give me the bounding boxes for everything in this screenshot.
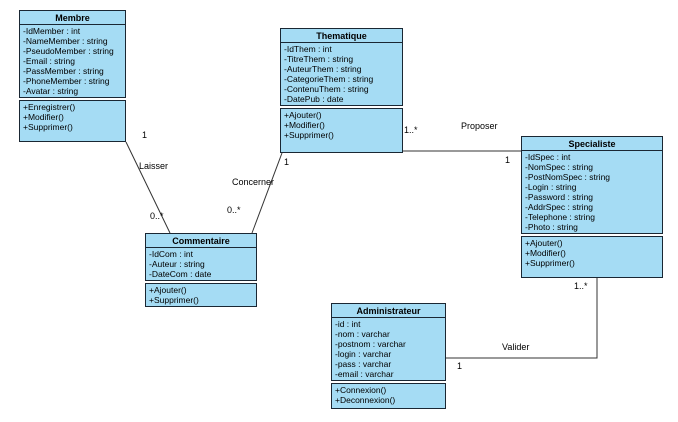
attributes-compartment: -IdMember : int-NameMember : string-Pseu… [20, 25, 125, 97]
attribute-row: -TitreThem : string [284, 54, 354, 64]
method-row: +Supprimer() [525, 258, 575, 268]
method-row: +Modifier() [284, 120, 325, 130]
multiplicity-valider-administrateur: 1 [457, 361, 463, 371]
attributes-compartment: -IdSpec : int-NomSpec : string-PostNomSp… [522, 151, 662, 233]
class-head: Specialiste -IdSpec : int-NomSpec : stri… [521, 136, 663, 234]
attribute-row: -IdThem : int [284, 44, 332, 54]
class-title: Membre [20, 11, 125, 25]
class-title: Thematique [281, 29, 402, 43]
methods-compartment: +Connexion()+Deconnexion() [331, 383, 446, 409]
multiplicity-valider-specialiste: 1..* [574, 281, 588, 291]
attribute-row: -postnom : varchar [335, 339, 406, 349]
class-commentaire[interactable]: Commentaire -IdCom : int-Auteur : string… [145, 233, 257, 307]
class-administrateur[interactable]: Administrateur -id : int-nom : varchar-p… [331, 303, 446, 409]
attribute-row: -Telephone : string [525, 212, 595, 222]
attribute-row: -DateCom : date [149, 269, 212, 279]
attribute-row: -Photo : string [525, 222, 578, 232]
method-row: +Modifier() [23, 112, 64, 122]
attribute-row: -ContenuThem : string [284, 84, 369, 94]
attribute-row: -PhoneMember : string [23, 76, 110, 86]
attribute-row: -nom : varchar [335, 329, 390, 339]
class-membre[interactable]: Membre -IdMember : int-NameMember : stri… [19, 10, 126, 142]
attribute-row: -AddrSpec : string [525, 202, 594, 212]
method-row: +Ajouter() [525, 238, 563, 248]
method-row: +Connexion() [335, 385, 387, 395]
association-label-concerner: Concerner [232, 177, 275, 187]
multiplicity-laisser-commentaire: 0..* [150, 211, 164, 221]
multiplicity-laisser-membre: 1 [142, 130, 148, 140]
attribute-row: -IdSpec : int [525, 152, 571, 162]
multiplicity-proposer-thematique: 1..* [404, 125, 418, 135]
method-row: +Enregistrer() [23, 102, 76, 112]
method-row: +Deconnexion() [335, 395, 396, 405]
association-label-laisser: Laisser [139, 161, 169, 171]
multiplicity-concerner-commentaire: 0..* [227, 205, 241, 215]
attribute-row: -Avatar : string [23, 86, 79, 96]
attribute-row: -PostNomSpec : string [525, 172, 611, 182]
method-row: +Ajouter() [149, 285, 187, 295]
class-head: Commentaire -IdCom : int-Auteur : string… [145, 233, 257, 281]
methods-compartment: +Ajouter()+Supprimer() [145, 283, 257, 307]
class-title: Administrateur [332, 304, 445, 318]
attribute-row: -DatePub : date [284, 94, 344, 104]
attribute-row: -IdMember : int [23, 26, 81, 36]
method-row: +Ajouter() [284, 110, 322, 120]
methods-compartment: +Ajouter()+Modifier()+Supprimer() [280, 108, 403, 153]
class-thematique[interactable]: Thematique -IdThem : int-TitreThem : str… [280, 28, 403, 153]
attribute-row: -PseudoMember : string [23, 46, 114, 56]
association-concerner-line [251, 152, 283, 234]
association-label-valider: Valider [502, 342, 530, 352]
methods-compartment: +Enregistrer()+Modifier()+Supprimer() [19, 100, 126, 142]
multiplicity-proposer-specialiste: 1 [505, 155, 511, 165]
attributes-compartment: -IdCom : int-Auteur : string-DateCom : d… [146, 248, 256, 280]
class-specialiste[interactable]: Specialiste -IdSpec : int-NomSpec : stri… [521, 136, 663, 278]
attribute-row: -NomSpec : string [525, 162, 594, 172]
method-row: +Modifier() [525, 248, 566, 258]
method-row: +Supprimer() [23, 122, 73, 132]
attribute-row: -NameMember : string [23, 36, 108, 46]
attribute-row: -Auteur : string [149, 259, 205, 269]
attributes-compartment: -IdThem : int-TitreThem : string-AuteurT… [281, 43, 402, 105]
attribute-row: -pass : varchar [335, 359, 392, 369]
attribute-row: -AuteurThem : string [284, 64, 362, 74]
class-title: Commentaire [146, 234, 256, 248]
methods-compartment: +Ajouter()+Modifier()+Supprimer() [521, 236, 663, 278]
class-title: Specialiste [522, 137, 662, 151]
attribute-row: -PassMember : string [23, 66, 104, 76]
association-valider-line [446, 278, 598, 359]
attribute-row: -CategorieThem : string [284, 74, 374, 84]
attribute-row: -id : int [335, 319, 361, 329]
method-row: +Supprimer() [149, 295, 199, 305]
attribute-row: -login : varchar [335, 349, 392, 359]
method-row: +Supprimer() [284, 130, 334, 140]
attribute-row: -Password : string [525, 192, 594, 202]
attribute-row: -IdCom : int [149, 249, 193, 259]
attribute-row: -Email : string [23, 56, 75, 66]
class-head: Membre -IdMember : int-NameMember : stri… [19, 10, 126, 98]
class-head: Administrateur -id : int-nom : varchar-p… [331, 303, 446, 381]
association-label-proposer: Proposer [461, 121, 498, 131]
class-head: Thematique -IdThem : int-TitreThem : str… [280, 28, 403, 106]
association-laisser-line [125, 141, 171, 234]
multiplicity-concerner-thematique: 1 [284, 157, 290, 167]
attribute-row: -email : varchar [335, 369, 394, 379]
attributes-compartment: -id : int-nom : varchar-postnom : varcha… [332, 318, 445, 380]
attribute-row: -Login : string [525, 182, 577, 192]
